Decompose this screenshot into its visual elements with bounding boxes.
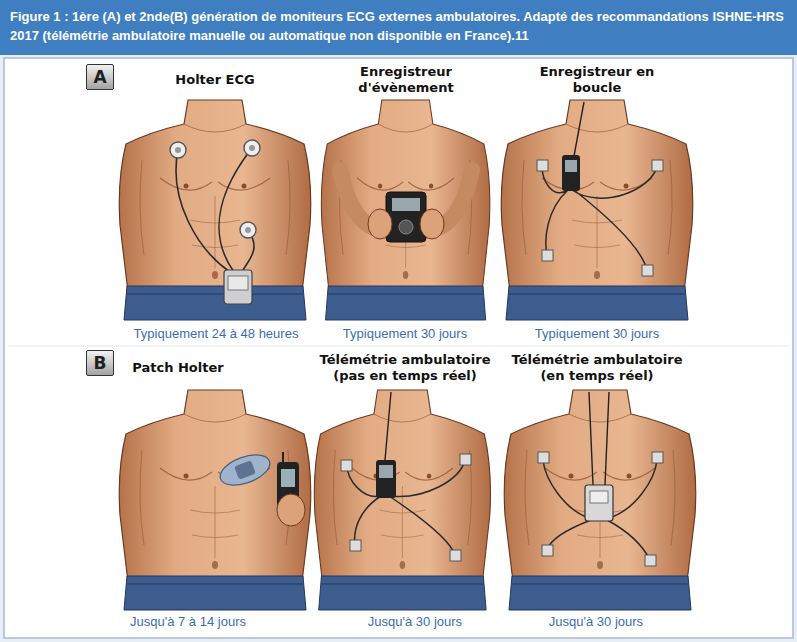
recorder-button bbox=[399, 220, 413, 234]
loop-recorder bbox=[537, 102, 663, 276]
recorder-box bbox=[224, 270, 252, 304]
recorder-screen bbox=[379, 465, 393, 478]
electrode bbox=[542, 545, 553, 556]
lanyard bbox=[589, 392, 609, 485]
recorder-body bbox=[585, 485, 613, 521]
hand bbox=[277, 494, 305, 526]
realtime-telemetry bbox=[538, 392, 663, 566]
hand bbox=[368, 209, 392, 239]
badge-letter: B bbox=[94, 353, 107, 373]
torso bbox=[321, 100, 490, 320]
recorder-screen bbox=[590, 491, 608, 503]
recorder-screen bbox=[392, 198, 420, 211]
electrode bbox=[537, 160, 548, 171]
phone-screen bbox=[281, 469, 295, 487]
duration-caption: Typiquement 30 jours bbox=[512, 326, 682, 342]
torso bbox=[314, 390, 490, 610]
electrode bbox=[652, 452, 663, 463]
electrode bbox=[170, 142, 186, 158]
recorder-body bbox=[386, 192, 426, 242]
duration-caption: Jusqu'à 30 jours bbox=[511, 614, 681, 630]
generation-badge: A bbox=[86, 64, 114, 90]
duration-caption: Typiquement 24 à 48 heures bbox=[116, 326, 316, 342]
electrode bbox=[460, 454, 471, 465]
recorder-body bbox=[562, 155, 580, 191]
header-bar bbox=[0, 0, 797, 55]
electrode bbox=[642, 265, 653, 276]
torso bbox=[119, 100, 311, 320]
event-recorder bbox=[340, 170, 472, 242]
patch-module bbox=[234, 460, 256, 479]
figure-panel bbox=[4, 58, 793, 638]
panel-title: Holter ECG bbox=[130, 72, 300, 88]
electrode bbox=[645, 555, 656, 566]
patch bbox=[216, 449, 274, 491]
torso bbox=[504, 390, 696, 610]
recorder-screen bbox=[228, 276, 248, 290]
electrode-wire bbox=[176, 148, 254, 272]
electrode bbox=[450, 550, 461, 561]
lanyard bbox=[574, 102, 584, 156]
electrode bbox=[341, 460, 352, 471]
panel-title: Enregistreur d'évènement bbox=[336, 64, 476, 96]
duration-caption: Typiquement 30 jours bbox=[320, 326, 490, 342]
torso bbox=[501, 100, 693, 320]
electrode bbox=[350, 540, 361, 551]
electrode bbox=[249, 145, 255, 151]
electrode bbox=[538, 452, 549, 463]
recorder-screen bbox=[565, 160, 577, 172]
row-divider bbox=[8, 346, 789, 347]
generation-badge: B bbox=[86, 350, 114, 376]
holter-device bbox=[170, 140, 260, 304]
figure-title: Figure 1 : 1ère (A) et 2nde(B) génératio… bbox=[10, 7, 787, 45]
duration-caption: Jusqu'à 30 jours bbox=[330, 614, 500, 630]
panel-title: Enregistreur en boucle bbox=[538, 64, 656, 96]
electrode bbox=[652, 160, 663, 171]
patch-holter bbox=[216, 449, 274, 491]
electrode bbox=[244, 140, 260, 156]
panel-title: Patch Holter bbox=[93, 360, 263, 376]
electrode bbox=[175, 147, 181, 153]
electrode bbox=[542, 250, 553, 261]
torso bbox=[119, 390, 311, 610]
electrode bbox=[245, 227, 251, 233]
electrode-wire bbox=[543, 460, 657, 560]
badge-letter: A bbox=[93, 67, 106, 87]
recorder-body bbox=[376, 460, 396, 498]
panel-title: Télémétrie ambulatoire (pas en temps rée… bbox=[305, 352, 505, 384]
panel-title: Télémétrie ambulatoire (en temps réel) bbox=[502, 352, 692, 384]
duration-caption: Jusqu'à 7 à 14 jours bbox=[98, 614, 278, 630]
electrode-wire bbox=[347, 460, 465, 555]
telemetry-recorder bbox=[277, 392, 471, 561]
hand bbox=[420, 209, 444, 239]
electrode-wire bbox=[542, 166, 657, 270]
electrode bbox=[240, 222, 256, 238]
lanyard bbox=[385, 392, 391, 460]
